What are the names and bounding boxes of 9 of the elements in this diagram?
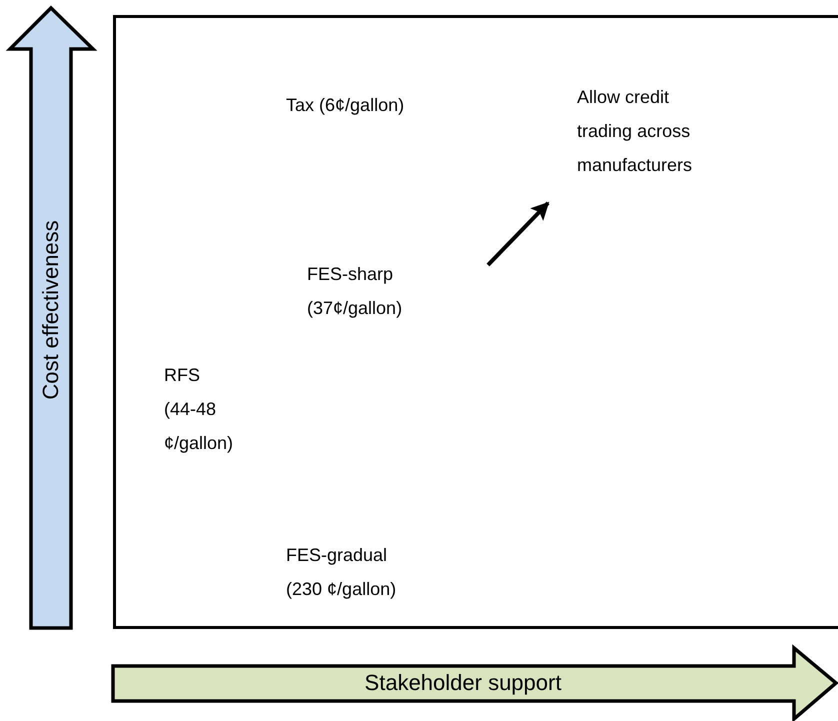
option-label: RFS (44-48 ¢/gallon)	[164, 364, 234, 455]
arrow	[486, 202, 550, 266]
chart-frame	[113, 15, 838, 629]
axis-label: Stakeholder support	[364, 670, 562, 696]
option-label: Tax (6¢/gallon)	[286, 94, 404, 117]
axis-label: Cost effectiveness	[38, 220, 64, 400]
option-label: Allow credit trading across manufacturers	[576, 86, 694, 177]
option-label: FES-gradual (230 ¢/gallon)	[286, 544, 398, 601]
option-label: FES-sharp (37¢/gallon)	[307, 263, 404, 320]
